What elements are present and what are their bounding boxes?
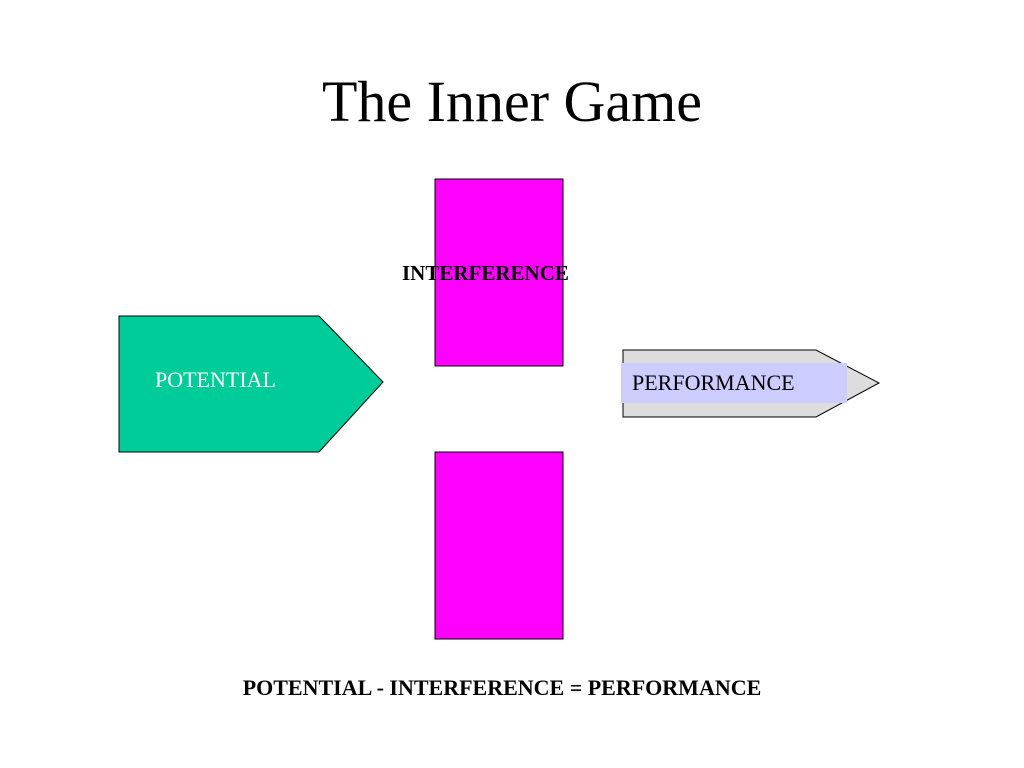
equation-text: POTENTIAL - INTERFERENCE = PERFORMANCE (242, 675, 762, 700)
potential-arrow (118, 315, 384, 453)
slide-title: The Inner Game (321, 69, 703, 134)
interference-block-top (434, 178, 564, 367)
performance-label: PERFORMANCE (632, 370, 795, 395)
potential-label: POTENTIAL (155, 367, 276, 392)
performance-label-box (621, 363, 847, 403)
interference-label: INTERFERENCE (402, 261, 569, 285)
interference-block-bottom (434, 451, 564, 640)
